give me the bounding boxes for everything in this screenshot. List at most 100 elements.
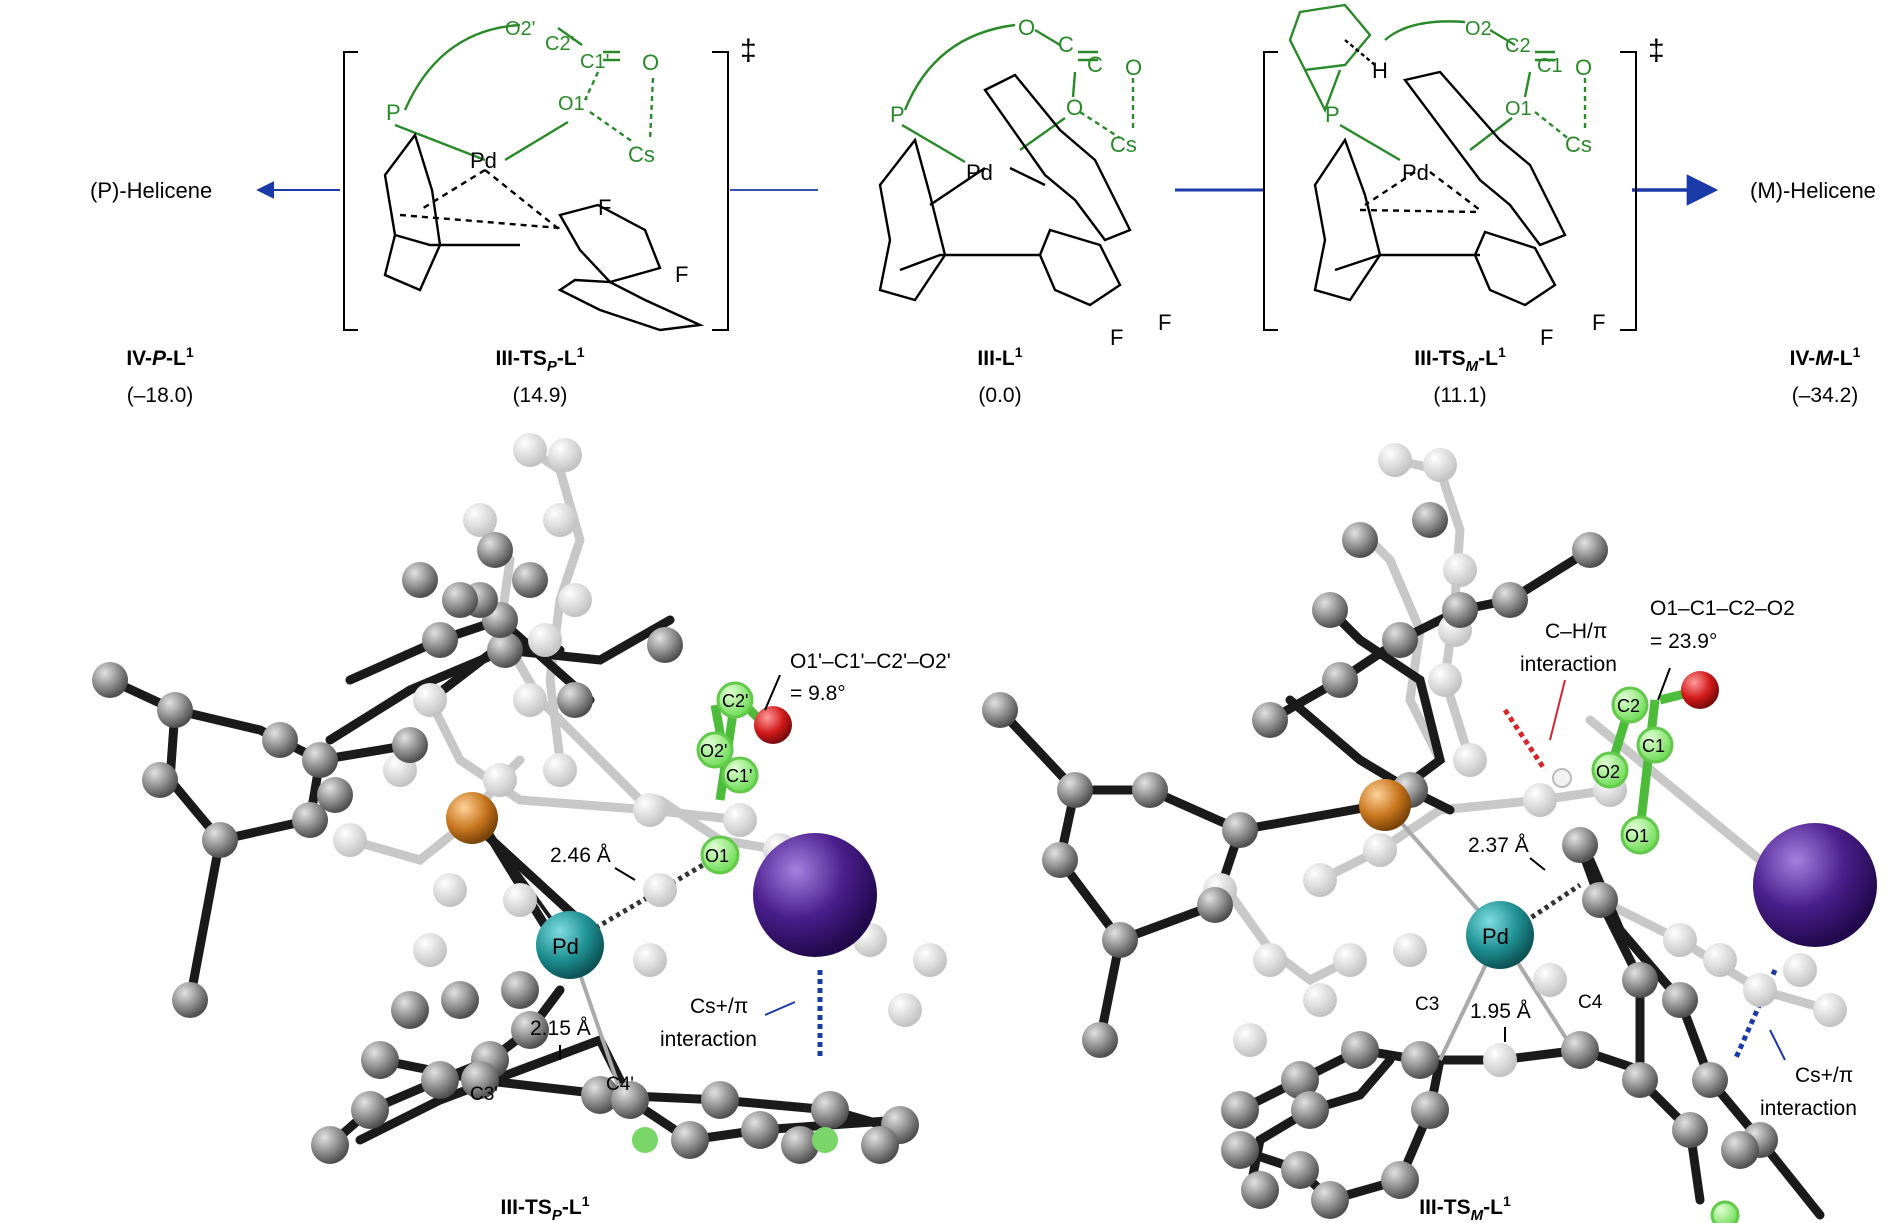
reaction-scheme: (P)-Helicene (M)-Helicene ‡ ‡: [90, 3, 1876, 407]
tsm-atom-o2: O2: [1596, 762, 1620, 782]
iii-c-a: C: [1058, 32, 1074, 57]
right-product-label: (M)-Helicene: [1750, 178, 1876, 203]
tsp-atom-c2p: C2': [722, 691, 748, 711]
tsp-f2-atom: F: [675, 262, 688, 287]
tsp-pd-label: Pd: [552, 934, 579, 959]
tsp-atom-c1p: C1': [726, 766, 752, 786]
tsm-dihedral-line2: = 23.9°: [1650, 630, 1717, 653]
iii-pd-atom: Pd: [966, 160, 993, 185]
tsm-atom-c1: C1: [1642, 736, 1665, 756]
tsp-dist-pd-c-pointer: [614, 867, 636, 881]
tsm-ch-pi-pointer: [1549, 679, 1566, 741]
tsm-o1: O1: [1505, 98, 1532, 120]
tsm-cs-pi-pointer: [1769, 1029, 1786, 1061]
cs-atom-tsp: [753, 833, 877, 957]
structure-iii: [878, 23, 1135, 307]
tsp-o1p: O1': [558, 93, 589, 115]
tsm-o-carbonyl: O: [1575, 55, 1592, 80]
atoms-light: [1203, 443, 1847, 1077]
tsm-cs-atom: Cs: [1565, 132, 1592, 157]
label-ts-p: III-TSP-L1: [496, 344, 585, 375]
tsm-atom-c4: C4: [1578, 992, 1603, 1013]
pd-atom-tsm: [1466, 901, 1534, 969]
iii-p-atom: P: [890, 102, 905, 127]
label-iv-p: IV-P-L1: [126, 344, 194, 370]
tsm-pd-atom: Pd: [1402, 160, 1429, 185]
tsp-atom-c4p: C4': [606, 1074, 634, 1095]
cs-pi-dashes-m: [1732, 968, 1778, 1062]
tsm-c1: C1: [1537, 55, 1563, 77]
atoms-carbon: [982, 502, 1778, 1219]
iii-f1-atom: F: [1110, 325, 1123, 350]
tsm-atom-c3: C3: [1415, 994, 1439, 1015]
tsm-dist-pd-c: 2.37 Å: [1468, 834, 1529, 857]
tsm-ch-pi-1: C–H/π: [1545, 620, 1607, 643]
tsm-dihedral-pointer: [1657, 667, 1671, 701]
tsp-cs-pi-2: interaction: [660, 1028, 757, 1051]
pd-atom-tsp: [536, 911, 604, 979]
tsp-atom-c3p: C3': [470, 1084, 498, 1105]
tsp-dihedral-line2: = 9.8°: [790, 682, 846, 705]
tsm-dihedral-line1: O1–C1–C2–O2: [1650, 597, 1795, 620]
label-iv-m: IV-M-L1: [1790, 344, 1861, 370]
model-tsm: Pd O1–C1–C2–O2 = 23.9° C–H/π interaction…: [982, 443, 1877, 1223]
tsp-cs-atom: Cs: [628, 142, 655, 167]
tsm-f1-atom: F: [1540, 325, 1553, 350]
atoms-green: [696, 681, 759, 875]
iii-o-ether: O: [1018, 15, 1035, 40]
iii-cs-atom: Cs: [1110, 132, 1137, 157]
tsp-c2p: C2': [545, 33, 574, 55]
bracket-right-tsp: [712, 51, 729, 331]
energy-iv-p: (–18.0): [127, 384, 194, 407]
energy-ts-m: (11.1): [1433, 384, 1486, 407]
model-tsp: Pd O1'–C1'–C2'–O2' = 9.8° C2' O2' C1' O1…: [92, 433, 951, 1223]
bracket-right-tsm: [1620, 51, 1637, 331]
iii-o-bound: O: [1066, 95, 1083, 120]
tsm-f2-atom: F: [1592, 310, 1605, 335]
ch-pi-dashes: [1502, 708, 1548, 772]
label-ts-m: III-TSM-L1: [1414, 344, 1506, 375]
tsm-dist-pd-c-pointer: [1529, 857, 1546, 871]
dagger-tsp: ‡: [740, 34, 757, 67]
fluorine-atom-tsp-2: [812, 1127, 838, 1153]
tsp-cs-pi-1: Cs+/π: [690, 995, 748, 1018]
pd-c-contact-m: [1503, 882, 1582, 938]
tsp-dihedral-pointer: [764, 674, 781, 711]
hydrogen-atom-tsm: [1552, 768, 1572, 788]
energy-iii: (0.0): [978, 384, 1021, 407]
bracket-left-tsm: [1263, 51, 1278, 331]
structure-tsm: [1288, 3, 1587, 307]
caption-tsm: III-TSM-L1: [1419, 1193, 1511, 1223]
iii-o-carbonyl: O: [1125, 55, 1142, 80]
bracket-left-tsp: [343, 51, 358, 331]
atoms-carbon: [92, 532, 919, 1164]
iii-c-b: C: [1087, 52, 1103, 77]
tsp-c1p: C1': [580, 51, 609, 73]
tsp-atom-o2p: O2': [700, 741, 727, 761]
tsm-c2: C2: [1505, 35, 1531, 57]
tsp-dist-pd-c: 2.46 Å: [550, 844, 611, 867]
atoms-green: [1591, 686, 1740, 1223]
dagger-tsm: ‡: [1648, 34, 1665, 67]
tsm-h-atom: H: [1372, 58, 1388, 83]
energy-iv-m: (–34.2): [1792, 384, 1859, 407]
iii-f2-atom: F: [1158, 310, 1171, 335]
phosphorus-atom-tsp: [446, 792, 498, 844]
label-iii: III-L1: [977, 344, 1022, 370]
tsp-pd-atom: Pd: [470, 148, 497, 173]
cs-atom-tsm: [1753, 823, 1877, 947]
tsm-o2: O2: [1465, 18, 1492, 40]
structure-tsp: [383, 23, 705, 332]
tsp-cs-pi-pointer: [764, 1001, 796, 1016]
energy-ts-p: (14.9): [513, 384, 568, 407]
tsm-cs-pi-1: Cs+/π: [1795, 1064, 1853, 1087]
tsm-cs-pi-2: interaction: [1760, 1097, 1857, 1120]
caption-tsp: III-TSP-L1: [501, 1193, 590, 1223]
tsp-atom-o1: O1: [705, 846, 729, 866]
left-product-label: (P)-Helicene: [90, 178, 212, 203]
oxygen-atom-tsp: [754, 706, 792, 744]
tsp-p-atom: P: [386, 100, 401, 125]
tsm-pd-label: Pd: [1482, 924, 1509, 949]
tsp-f1-atom: F: [598, 195, 611, 220]
